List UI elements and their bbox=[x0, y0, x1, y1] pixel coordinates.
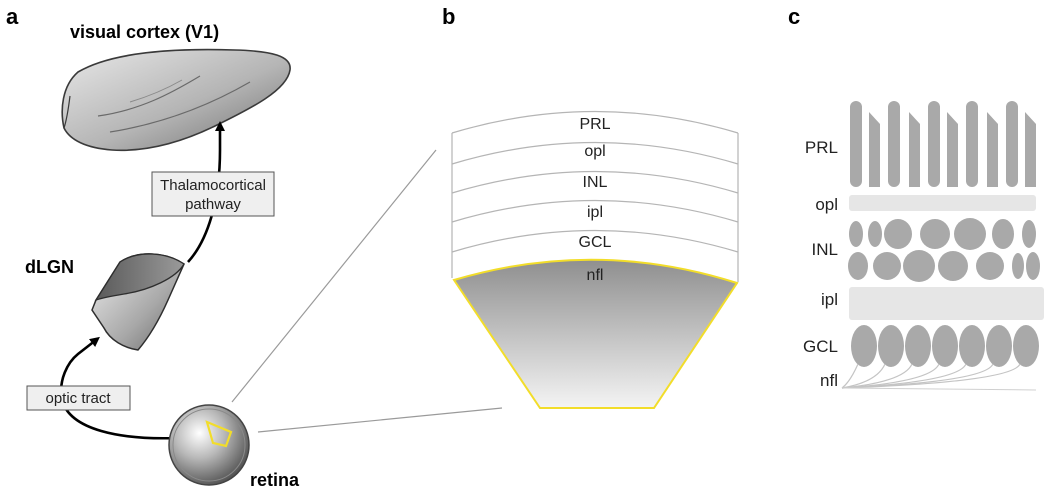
c-layer-nfl: nfl bbox=[820, 371, 838, 390]
inl-cell bbox=[848, 252, 868, 280]
ganglion-cell bbox=[959, 325, 985, 367]
layer-boundary bbox=[451, 110, 739, 134]
thalamocortical-line2: pathway bbox=[185, 196, 241, 213]
c-layer-gcl: GCL bbox=[803, 337, 838, 356]
c-layer-prl: PRL bbox=[805, 138, 838, 157]
inl-cell bbox=[868, 221, 882, 247]
nerve-fiber bbox=[841, 363, 859, 389]
nerve-fiber bbox=[841, 363, 1021, 389]
b-layer-ipl: ipl bbox=[587, 204, 603, 221]
c-layer-opl: opl bbox=[815, 195, 838, 214]
inl-cell bbox=[1022, 220, 1036, 248]
visual-cortex-label: visual cortex (V1) bbox=[70, 22, 219, 42]
rod-photoreceptor bbox=[1006, 101, 1018, 187]
ganglion-cell bbox=[932, 325, 958, 367]
b-layer-prl: PRL bbox=[579, 116, 610, 133]
inl-cell bbox=[1026, 252, 1040, 280]
c-layer-inl: INL bbox=[812, 240, 838, 259]
opl-band bbox=[849, 195, 1036, 211]
b-layer-inl: INL bbox=[583, 174, 608, 191]
inl-cell bbox=[920, 219, 950, 249]
retina-cell-schematic bbox=[841, 101, 1044, 391]
inl-cell bbox=[976, 252, 1004, 280]
retina-section-diagram: PRL opl INL ipl GCL nfl bbox=[451, 110, 739, 409]
inl-cell bbox=[938, 251, 968, 281]
cone-photoreceptor bbox=[1025, 112, 1036, 187]
cone-photoreceptor bbox=[909, 112, 920, 187]
ganglion-cell bbox=[905, 325, 931, 367]
rod-photoreceptor bbox=[928, 101, 940, 187]
panel-a-letter: a bbox=[6, 4, 19, 29]
rod-photoreceptor bbox=[966, 101, 978, 187]
b-layer-nfl: nfl bbox=[587, 267, 604, 284]
nerve-fiber bbox=[841, 387, 1037, 391]
visual-cortex-shape bbox=[61, 48, 291, 152]
b-layer-opl: opl bbox=[584, 143, 605, 160]
inl-cell bbox=[954, 218, 986, 250]
inl-cell bbox=[873, 252, 901, 280]
layer-boundary bbox=[451, 141, 739, 165]
dlgn-shape bbox=[91, 253, 185, 351]
b-layer-gcl: GCL bbox=[579, 234, 612, 251]
optic-tract-label: optic tract bbox=[45, 390, 111, 407]
rod-photoreceptor bbox=[850, 101, 862, 187]
panel-c-letter: c bbox=[788, 4, 800, 29]
panel-b-letter: b bbox=[442, 4, 455, 29]
inl-cell bbox=[903, 250, 935, 282]
optic-tract-box: optic tract bbox=[26, 385, 131, 411]
retina-patch-highlight bbox=[205, 420, 233, 448]
retina-label: retina bbox=[250, 470, 300, 490]
inl-cell bbox=[849, 221, 863, 247]
cone-photoreceptor bbox=[947, 112, 958, 187]
c-layer-ipl: ipl bbox=[821, 290, 838, 309]
zoom-line-lower bbox=[257, 407, 503, 433]
ganglion-cell bbox=[1013, 325, 1039, 367]
cone-photoreceptor bbox=[987, 112, 998, 187]
ganglion-cell bbox=[986, 325, 1012, 367]
inl-cell bbox=[1012, 253, 1024, 279]
zoom-line-upper bbox=[231, 149, 437, 403]
dlgn-label: dLGN bbox=[25, 257, 74, 277]
inl-cell bbox=[992, 219, 1014, 249]
inl-cell bbox=[884, 219, 912, 249]
layer-boundary bbox=[451, 199, 739, 223]
rod-photoreceptor bbox=[888, 101, 900, 187]
nfl-region bbox=[452, 258, 739, 409]
ganglion-cell bbox=[878, 325, 904, 367]
thalamocortical-line1: Thalamocortical bbox=[160, 177, 266, 194]
layer-boundary bbox=[451, 229, 739, 253]
retina-sphere bbox=[168, 404, 250, 486]
ipl-band bbox=[849, 287, 1044, 320]
cone-photoreceptor bbox=[869, 112, 880, 187]
ganglion-cell bbox=[851, 325, 877, 367]
layer-boundary bbox=[451, 170, 739, 194]
thalamocortical-pathway-box: Thalamocortical pathway bbox=[151, 171, 275, 217]
